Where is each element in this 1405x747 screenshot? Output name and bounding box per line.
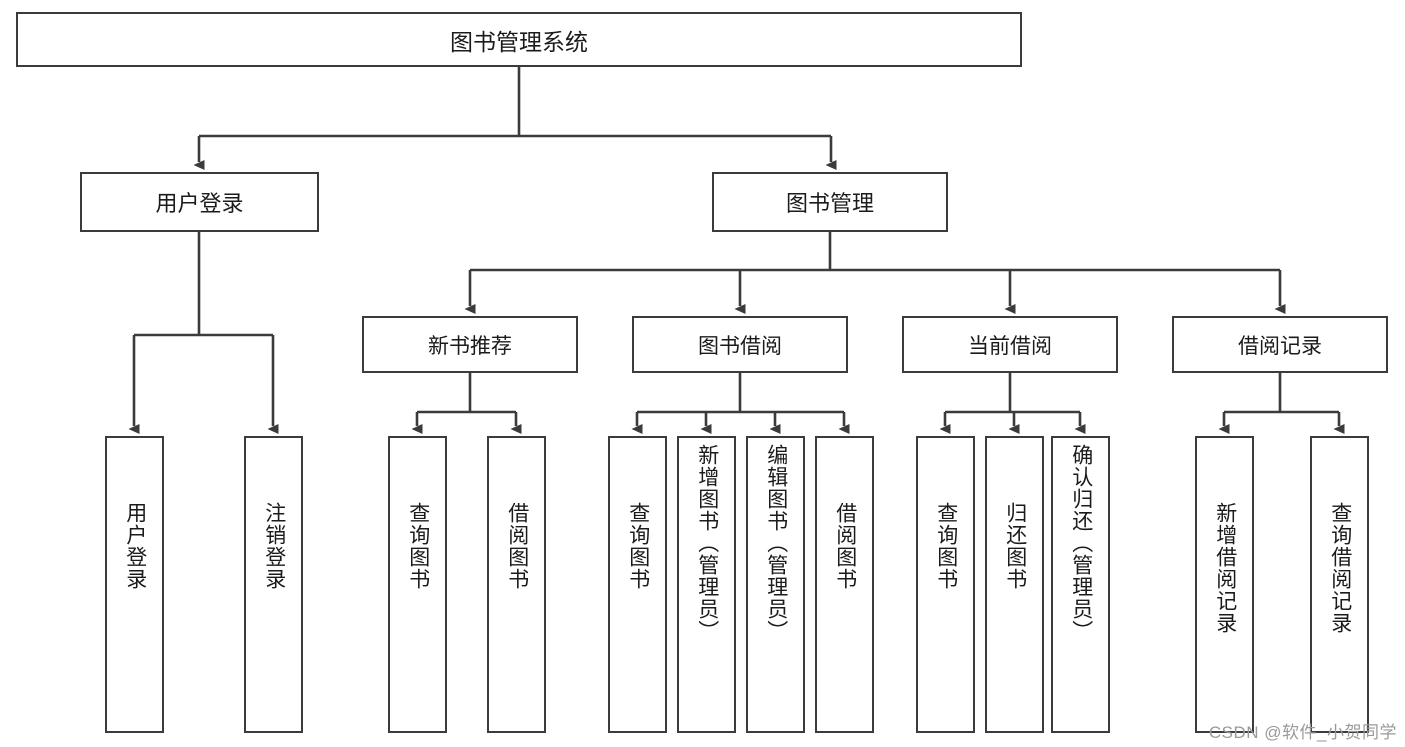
node-user-login[interactable]: 用户登录	[80, 172, 319, 232]
node-root-label: 图书管理系统	[450, 28, 588, 55]
leaf-return-book[interactable]: 归还图书	[985, 436, 1044, 733]
leaf-query-borrow-record-label: 查询借阅记录	[1328, 502, 1352, 634]
node-book-borrow[interactable]: 图书借阅	[632, 316, 848, 373]
leaf-logout-label: 注销登录	[262, 502, 286, 590]
leaf-query-book-recommend[interactable]: 查询图书	[388, 436, 447, 733]
node-new-book-recommend[interactable]: 新书推荐	[362, 316, 578, 373]
node-book-management[interactable]: 图书管理	[712, 172, 948, 232]
leaf-add-borrow-record[interactable]: 新增借阅记录	[1195, 436, 1254, 733]
leaf-user-login[interactable]: 用户登录	[105, 436, 164, 733]
node-borrow-records[interactable]: 借阅记录	[1172, 316, 1388, 373]
leaf-user-login-label: 用户登录	[123, 502, 147, 590]
leaf-query-book-recommend-label: 查询图书	[406, 502, 430, 590]
node-user-login-label: 用户登录	[155, 191, 244, 216]
leaf-logout[interactable]: 注销登录	[244, 436, 303, 733]
node-book-management-label: 图书管理	[785, 191, 874, 216]
node-new-book-recommend-label: 新书推荐	[428, 334, 512, 358]
leaf-query-book-current-label: 查询图书	[934, 502, 958, 590]
node-book-borrow-label: 图书借阅	[698, 334, 782, 358]
leaf-borrow-book-recommend[interactable]: 借阅图书	[487, 436, 546, 733]
leaf-add-book-admin[interactable]: 新增图书（管理员）	[677, 436, 736, 733]
leaf-add-borrow-record-label: 新增借阅记录	[1213, 502, 1237, 634]
leaf-query-book-borrow-label: 查询图书	[626, 502, 650, 590]
leaf-borrow-book-label: 借阅图书	[833, 502, 857, 590]
leaf-query-book-borrow[interactable]: 查询图书	[608, 436, 667, 733]
leaf-add-book-admin-label: 新增图书（管理员）	[695, 444, 719, 642]
node-root[interactable]: 图书管理系统	[16, 12, 1022, 67]
leaf-borrow-book-recommend-label: 借阅图书	[505, 502, 529, 590]
watermark-text: CSDN @软件_小贺同学	[1208, 723, 1397, 742]
leaf-query-borrow-record[interactable]: 查询借阅记录	[1310, 436, 1369, 733]
node-current-borrow[interactable]: 当前借阅	[902, 316, 1118, 373]
leaf-confirm-return-admin[interactable]: 确认归还（管理员）	[1051, 436, 1110, 733]
leaf-return-book-label: 归还图书	[1003, 502, 1027, 590]
leaf-borrow-book[interactable]: 借阅图书	[815, 436, 874, 733]
leaf-edit-book-admin-label: 编辑图书（管理员）	[764, 444, 788, 642]
leaf-query-book-current[interactable]: 查询图书	[916, 436, 975, 733]
leaf-edit-book-admin[interactable]: 编辑图书（管理员）	[746, 436, 805, 733]
node-current-borrow-label: 当前借阅	[968, 334, 1052, 358]
leaf-confirm-return-admin-label: 确认归还（管理员）	[1069, 444, 1093, 642]
node-borrow-records-label: 借阅记录	[1238, 334, 1322, 358]
